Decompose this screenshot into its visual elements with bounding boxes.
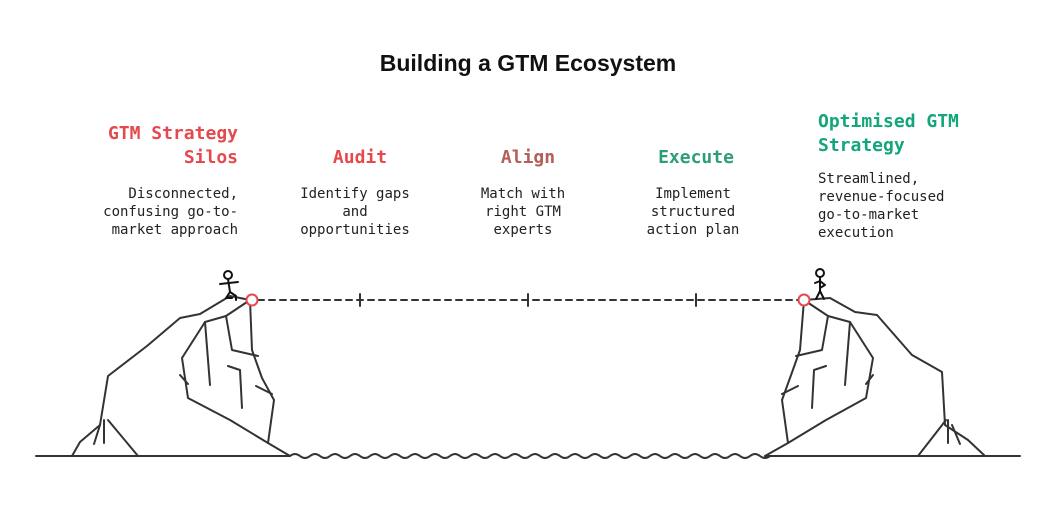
stage-heading-align: Align xyxy=(500,147,556,168)
stage-heading-audit: Audit xyxy=(332,147,388,168)
diagram-title: Building a GTM Ecosystem xyxy=(379,50,677,76)
person-left-icon xyxy=(219,270,239,301)
stage-desc-end: Streamlined, revenue-focused go-to-marke… xyxy=(818,171,945,241)
water-waves xyxy=(289,453,771,459)
end-point-marker xyxy=(797,293,811,307)
start-point-marker xyxy=(245,293,259,307)
stage-desc-audit: Identify gaps and opportunities xyxy=(300,186,410,238)
stage-heading-start: GTM Strategy Silos xyxy=(107,123,238,168)
stage-desc-start: Disconnected, confusing go-to- market ap… xyxy=(103,186,238,238)
cliff-left xyxy=(71,295,291,457)
cliff-right xyxy=(764,297,986,457)
stage-heading-end: Optimised GTM Strategy xyxy=(818,111,959,156)
stage-desc-align: Match with right GTM experts xyxy=(480,186,566,238)
stage-desc-execute: Implement structured action plan xyxy=(646,186,740,238)
person-right-icon xyxy=(814,268,826,300)
stage-heading-execute: Execute xyxy=(658,147,734,168)
